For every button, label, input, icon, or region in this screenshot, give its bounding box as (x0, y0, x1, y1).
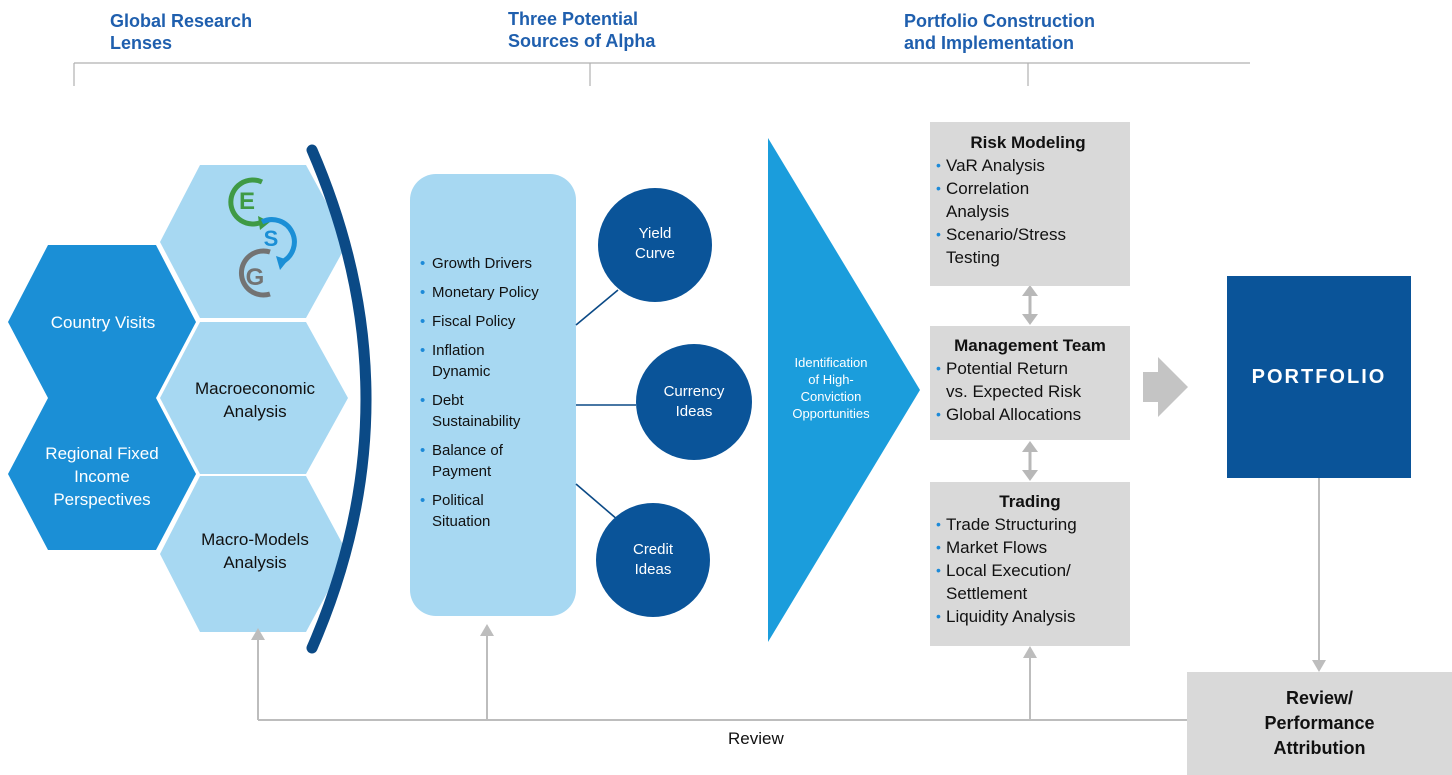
trading-item: Trade Structuring (936, 513, 1124, 536)
review-label: Review (728, 729, 784, 748)
portfolio-box: PORTFOLIO (1227, 276, 1411, 478)
hex-macro-models (160, 476, 348, 632)
esg-logo (228, 177, 297, 298)
header-sources-of-alpha: Three Potential Sources of Alpha (508, 9, 656, 51)
hex-esg (160, 165, 348, 318)
credit-ideas-label: Credit Ideas (632, 541, 673, 578)
drivers-list: Growth Drivers Monetary Policy Fiscal Po… (420, 253, 572, 540)
management-team-title: Management Team (954, 336, 1106, 355)
driver-item: Debt Sustainability (420, 390, 572, 432)
trading-item: Local Execution/ Settlement (936, 559, 1124, 605)
management-team-box: Management Team Potential Return vs. Exp… (930, 326, 1130, 440)
esg-letter-s: S (263, 226, 279, 251)
risk-modeling-item: VaR Analysis (936, 154, 1120, 177)
identification-label: Identification of High- Conviction Oppor… (792, 355, 870, 421)
header-research-lenses: Global Research Lenses (110, 11, 253, 53)
hex-country-visits (8, 245, 196, 398)
driver-item: Political Situation (420, 490, 572, 532)
country-visits-label: Country Visits (50, 312, 156, 332)
macroeconomic-label: Macroeconomic Analysis (195, 379, 315, 421)
management-team-item: Potential Return vs. Expected Risk (936, 357, 1124, 403)
driver-item: Monetary Policy (420, 282, 572, 303)
circle-yield-curve (598, 188, 712, 302)
esg-letter-g: G (245, 264, 265, 291)
driver-item: Growth Drivers (420, 253, 572, 274)
regional-label: Regional Fixed Income Perspectives (45, 443, 159, 509)
trading-box: Trading Trade Structuring Market Flows L… (930, 482, 1130, 646)
driver-item: Fiscal Policy (420, 311, 572, 332)
curved-bracket (306, 144, 372, 654)
driver-item: Inflation Dynamic (420, 340, 572, 382)
trading-item: Market Flows (936, 536, 1124, 559)
risk-modeling-item: Scenario/Stress Testing (936, 223, 1120, 269)
risk-modeling-title: Risk Modeling (970, 133, 1086, 152)
macro-models-label: Macro-Models Analysis (201, 530, 309, 572)
circle-credit-ideas (596, 503, 710, 617)
risk-modeling-list: VaR Analysis Correlation Analysis Scenar… (936, 154, 1120, 269)
identification-arrow (768, 138, 920, 642)
esg-letter-e: E (238, 188, 255, 215)
driver-item: Balance of Payment (420, 440, 572, 482)
portfolio-arrow (1143, 357, 1188, 417)
review-feedback-lines (251, 478, 1326, 721)
hex-regional (8, 398, 196, 550)
trading-title: Trading (999, 492, 1061, 511)
trading-item: Liquidity Analysis (936, 605, 1124, 628)
management-team-item: Global Allocations (936, 403, 1124, 426)
alpha-connectors (575, 289, 636, 521)
double-arrows (1022, 285, 1038, 481)
trading-list: Trade Structuring Market Flows Local Exe… (936, 513, 1124, 628)
currency-ideas-label: Currency Ideas (663, 383, 725, 420)
hex-macroeconomic (160, 322, 348, 474)
header-portfolio-construction: Portfolio Construction and Implementatio… (904, 11, 1095, 53)
header-bracket (73, 62, 1250, 86)
yield-curve-label: Yield Curve (634, 225, 675, 262)
risk-modeling-item: Correlation Analysis (936, 177, 1120, 223)
circle-currency-ideas (636, 344, 752, 460)
risk-modeling-box: Risk Modeling VaR Analysis Correlation A… (930, 122, 1130, 286)
review-attribution-box: Review/ Performance Attribution (1187, 672, 1452, 775)
management-team-list: Potential Return vs. Expected Risk Globa… (936, 357, 1124, 426)
